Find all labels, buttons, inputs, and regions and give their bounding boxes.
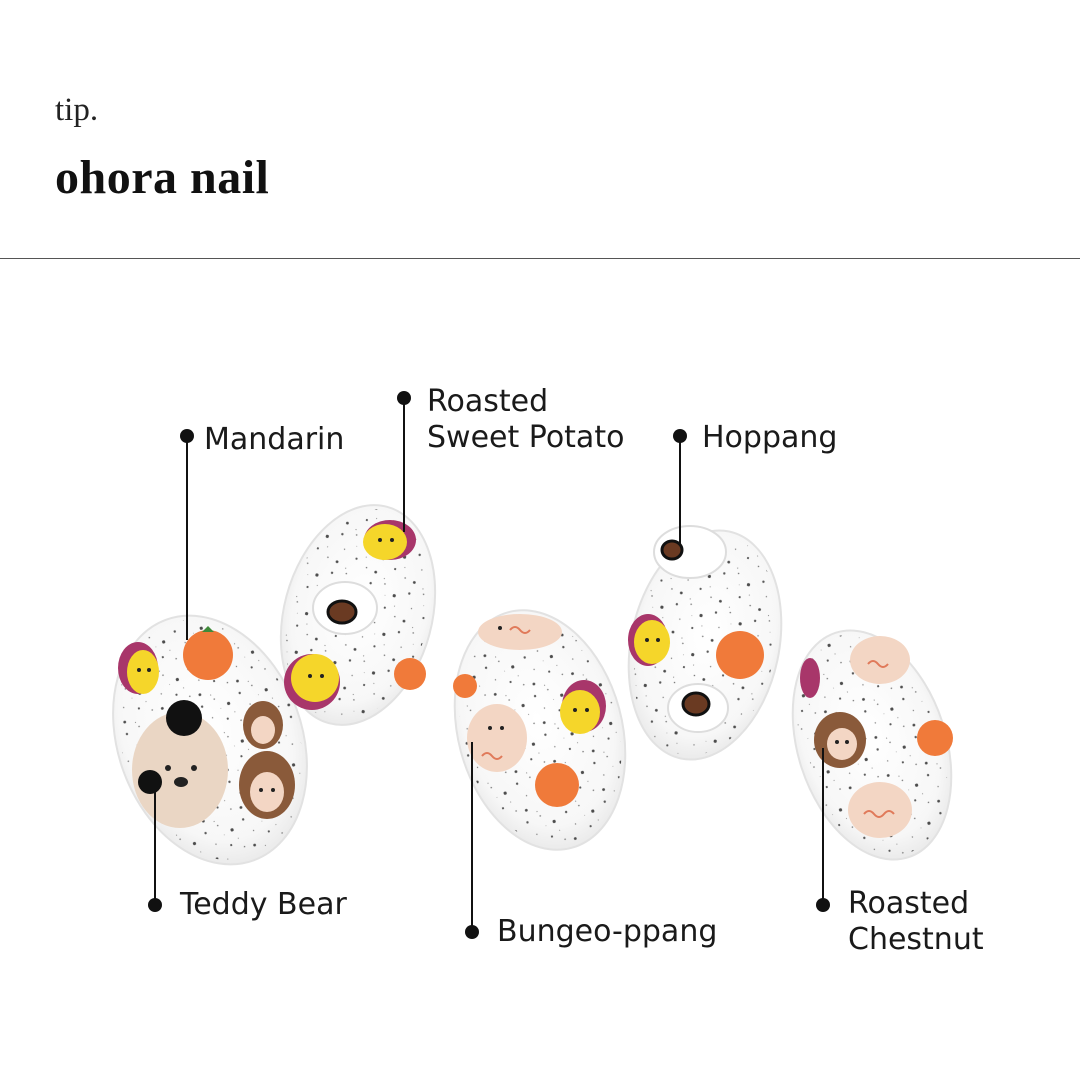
label-chestnut: Roasted Chestnut (848, 886, 984, 958)
label-bungeo-ppang-text: Bungeo-ppang (497, 914, 718, 949)
sweet-potato-icon (118, 642, 159, 694)
nail-tip-5 (791, 629, 953, 861)
label-teddy-bear: Teddy Bear (180, 887, 347, 923)
hoppang-icon (667, 683, 729, 733)
label-chestnut-line2: Chestnut (848, 922, 984, 957)
label-hoppang: Hoppang (702, 420, 837, 456)
hoppang-icon (312, 581, 378, 635)
mandarin-icon (535, 763, 579, 807)
label-sweet-potato-line1: Roasted (427, 384, 549, 419)
hoppang-icon (653, 525, 727, 579)
label-mandarin-text: Mandarin (204, 422, 345, 457)
leader-dot-chestnut (816, 898, 830, 912)
bungeo-ppang-icon (478, 614, 562, 650)
bungeo-ppang-icon (848, 782, 912, 838)
eyebrow-label: tip. (55, 92, 99, 128)
bungeo-ppang-icon (850, 636, 910, 684)
leader-dot-sweet-potato (397, 391, 411, 405)
chestnut-icon (239, 701, 295, 819)
leader-dot-bungeo-ppang (465, 925, 479, 939)
mandarin-icon (917, 720, 953, 756)
sweet-potato-icon (284, 654, 340, 710)
label-bungeo-ppang: Bungeo-ppang (497, 914, 717, 950)
divider (0, 258, 1080, 259)
label-chestnut-line1: Roasted (848, 886, 970, 921)
sweet-potato-icon (628, 614, 670, 666)
mandarin-icon (394, 658, 426, 690)
mandarin-icon (183, 626, 233, 680)
leader-dot-teddy-bear (148, 898, 162, 912)
page-title: ohora nail (55, 151, 270, 204)
chestnut-icon (814, 712, 866, 768)
leader-dot-mandarin (180, 429, 194, 443)
sweet-potato-icon (800, 658, 820, 698)
sweet-potato-icon (560, 680, 606, 734)
label-hoppang-text: Hoppang (702, 420, 838, 455)
label-mandarin: Mandarin (204, 422, 344, 458)
nail-tip-3 (453, 609, 627, 851)
mandarin-icon (453, 674, 477, 698)
label-teddy-bear-text: Teddy Bear (180, 887, 347, 922)
leader-dot-hoppang (673, 429, 687, 443)
bungeo-ppang-icon (467, 704, 527, 772)
label-sweet-potato-line2: Sweet Potato (427, 420, 625, 455)
mandarin-icon (716, 631, 764, 679)
label-sweet-potato: Roasted Sweet Potato (427, 384, 624, 456)
